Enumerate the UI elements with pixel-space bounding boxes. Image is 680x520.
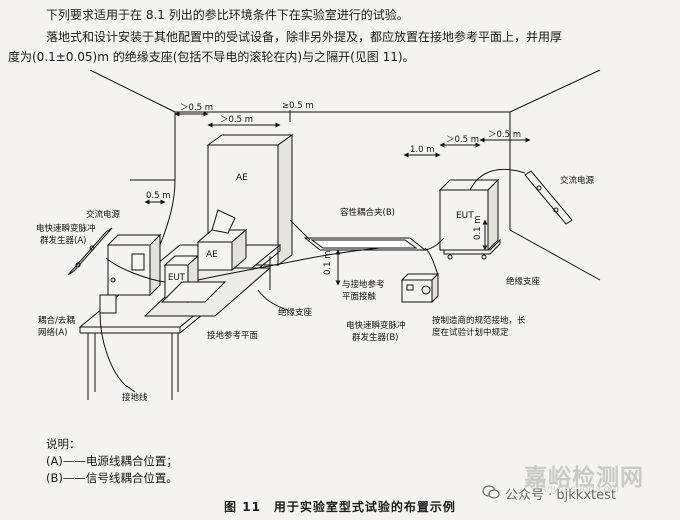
burst-gen-left-label-2: 群发生器(A)	[40, 235, 86, 246]
ac-left-label: 交流电源	[86, 209, 121, 220]
wechat-icon	[482, 485, 500, 499]
cdn-label-1: 耦合/去耦	[38, 315, 75, 326]
eut-floor	[438, 178, 501, 260]
watermark-url: AnyTesting.com	[540, 484, 620, 495]
legend-item-b: (B)——信号线耦合位置。	[46, 471, 178, 485]
dim-01-left: 0.1 m	[323, 251, 333, 276]
room-walls	[89, 70, 601, 281]
insulating-support-right-label: 绝缘支座	[506, 276, 541, 287]
watermark-account: 公众号 · bjkkxtest	[505, 488, 616, 503]
dim-left-05: ＞0.5 m	[180, 103, 213, 113]
dim-left-05b: ＞0.5 m	[220, 115, 253, 125]
ae-top-label: AE	[236, 173, 248, 183]
gnd-note-label-1: 按制造商的规范接地，长	[432, 315, 526, 326]
burst-generator-b	[400, 272, 440, 304]
paragraph-1: 下列要求适用于在 8.1 列出的参比环境条件下在实验室进行的试验。	[46, 8, 409, 22]
dim-right-05a: ＞0.5 m	[446, 135, 479, 145]
ac-right-label: 交流电源	[560, 175, 595, 186]
gnd-note-label-2: 度在试验计划中规定	[432, 327, 509, 338]
paragraph-2: 落地式和设计安装于其他配置中的受试设备，除非另外提及，都应放置在接地参考平面上，…	[46, 30, 563, 44]
ae-cabinet	[206, 134, 294, 266]
burst-gen-mid-label-1: 电快速瞬变脉冲	[346, 320, 406, 331]
cdn-label-2: 网络(A)	[38, 327, 67, 338]
dim-ge05: ≥0.5 m	[282, 101, 314, 111]
ac-outlet-right	[524, 170, 573, 225]
eut-desk-label: EUT	[168, 273, 186, 283]
dim-01-right: 0.1 m	[473, 216, 483, 241]
clamp-label: 容性耦合夹(B)	[340, 207, 395, 218]
ac-outlet-left	[67, 227, 113, 276]
insulating-support-mid-label: 绝缘支座	[278, 307, 313, 318]
figure-caption: 图 11 用于实验室型式试验的布置示例	[224, 500, 456, 514]
gnd-ref-conn-label-1: 与接地参考	[342, 279, 385, 290]
watermark-site: 嘉峪检测网	[524, 465, 644, 491]
ae-desk-label: AE	[206, 250, 218, 260]
burst-gen-left-label-1: 电快速瞬变脉冲	[36, 223, 96, 234]
legend-title: 说明：	[46, 437, 81, 451]
paragraph-3: 度为(0.1±0.05)m 的绝缘支座(包括不导电的滚轮在内)与之隔开(见图 1…	[8, 50, 415, 64]
gnd-ref-conn-label-2: 平面接触	[342, 291, 377, 302]
ae-desk	[196, 209, 248, 272]
gnd-ref-plane-label: 接地参考平面	[207, 330, 259, 341]
dim-right-05b: ＞0.5 m	[488, 130, 521, 140]
test-setup-figure: ＞0.5 m ＞0.5 m ≥0.5 m 0.5 m 1.0 m ＞0.5 m …	[36, 70, 601, 403]
burst-gen-mid-label-2: 群发生器(B)	[352, 332, 398, 343]
dim-10: 1.0 m	[410, 145, 435, 155]
cdn-a	[99, 294, 117, 314]
coupling-clamp	[303, 237, 427, 251]
legend-item-a: (A)——电源线耦合位置；	[46, 454, 178, 468]
dim-05-small: 0.5 m	[146, 191, 171, 201]
burst-generator-a	[106, 233, 162, 297]
ground-wire-label: 接地线	[122, 392, 148, 403]
eut-floor-label: EUT	[456, 211, 474, 221]
